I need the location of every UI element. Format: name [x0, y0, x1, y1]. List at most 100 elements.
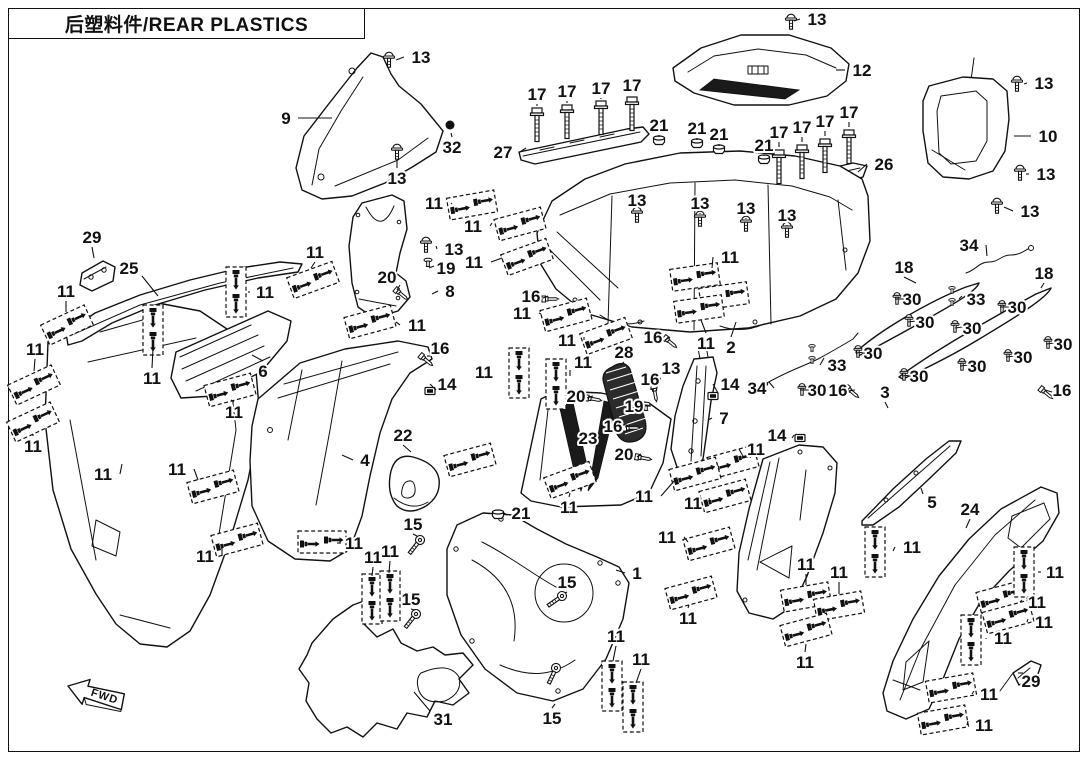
leader-line — [503, 512, 508, 516]
part-outline — [597, 560, 603, 566]
part-number-label: 16 — [641, 370, 660, 389]
fastener-box — [499, 237, 555, 277]
fastener-box-outline — [445, 189, 499, 221]
leader-line — [1003, 206, 1014, 212]
part-number-label: 22 — [394, 426, 413, 445]
part-number-label: 11 — [381, 542, 399, 561]
part-number-label: 3 — [880, 383, 889, 402]
part-number-label: 11 — [560, 498, 578, 517]
part-outline — [453, 546, 459, 552]
fastener-box-outline — [779, 612, 833, 648]
part-number-label: 27 — [494, 143, 513, 162]
leader-line — [700, 319, 707, 334]
part-outline — [446, 512, 630, 702]
part-outline — [695, 378, 701, 384]
fastener-box-outline — [379, 570, 401, 622]
screw13-icon — [1010, 75, 1024, 92]
part-number-label: 33 — [828, 356, 847, 375]
leader-line — [1023, 82, 1028, 85]
part-outline — [615, 580, 621, 586]
screw30-icon — [957, 358, 967, 371]
fastener-box-outline — [539, 297, 593, 333]
part-number-label: 11 — [558, 331, 576, 350]
leader-line — [251, 354, 264, 362]
leader-line — [966, 720, 969, 726]
part-number-label: 11 — [980, 685, 998, 704]
leader-line — [410, 608, 416, 611]
part-number-label: 11 — [797, 555, 815, 574]
part-outline — [65, 261, 303, 346]
leader-line — [450, 132, 453, 138]
part-number-label: 13 — [1037, 165, 1056, 184]
leader-line — [857, 163, 868, 173]
leader-line — [1045, 342, 1056, 345]
part-number-label: 11 — [196, 547, 214, 566]
part-number-label: 29 — [83, 228, 102, 247]
part-number-label: 25 — [120, 259, 139, 278]
part-number-label: 11 — [975, 716, 993, 735]
part-number-label: 11 — [1046, 563, 1064, 582]
leader-line — [683, 536, 689, 543]
leader-line — [91, 246, 95, 259]
part-number-label: 26 — [875, 155, 894, 174]
part-outline — [752, 319, 758, 325]
leader-line — [711, 256, 714, 269]
clip-icon — [707, 391, 719, 401]
part-number-label: 15 — [558, 573, 577, 592]
part-number-label: 30 — [1054, 335, 1073, 354]
part-number-label: 11 — [24, 437, 42, 456]
part-number-label: 5 — [927, 493, 936, 512]
leader-line — [612, 645, 617, 662]
leader-line — [538, 312, 542, 315]
part-outline — [688, 448, 694, 454]
part-outline — [555, 688, 561, 694]
part-6-vent-panel — [170, 310, 292, 399]
part-34-cable-left — [763, 332, 859, 387]
leader-line — [657, 375, 661, 379]
part-number-label: 17 — [558, 82, 577, 101]
leader-line — [551, 703, 556, 709]
part-number-label: 21 — [512, 504, 531, 523]
leader-line — [738, 448, 745, 459]
part-number-label: 11 — [679, 609, 697, 628]
leader-line — [965, 518, 971, 529]
fastener-box — [539, 297, 593, 333]
part-number-label: 1 — [632, 564, 641, 583]
part-number-label: 16 — [644, 328, 663, 347]
part-outline — [91, 519, 121, 557]
fastener-box-outline — [508, 347, 530, 399]
nut-icon — [712, 144, 726, 155]
part-number-label: 13 — [778, 206, 797, 225]
part-number-label: 16 — [522, 287, 541, 306]
leader-line — [1044, 389, 1053, 393]
part-number-label: 17 — [528, 85, 547, 104]
leader-line — [519, 147, 527, 153]
part-number-label: 21 — [688, 119, 707, 138]
part-number-label: 2 — [726, 338, 735, 357]
fastener-box — [1013, 546, 1035, 598]
fastener-box — [493, 206, 547, 242]
screw13-icon — [990, 197, 1004, 214]
part-outline — [79, 260, 116, 292]
part-outline — [83, 697, 122, 713]
fastener-box-outline — [673, 294, 725, 324]
leader-line — [707, 417, 713, 421]
part-number-label: 29 — [1022, 672, 1041, 691]
leader-line — [395, 56, 405, 61]
part-number-label: 13 — [388, 169, 407, 188]
leader-line — [1040, 282, 1045, 289]
part-number-label: 16 — [604, 417, 623, 436]
fastener-box-outline — [981, 599, 1035, 635]
part-outline — [334, 137, 429, 187]
part-number-label: 17 — [816, 112, 835, 131]
fastener-box — [960, 614, 982, 666]
part-number-label: 20 — [615, 445, 634, 464]
part-18-strip-lower — [898, 287, 1052, 380]
part-29-plate-left — [79, 260, 116, 292]
part-outline — [311, 76, 364, 186]
part-number-label: 11 — [721, 248, 739, 267]
part-number-label: 13 — [628, 191, 647, 210]
part-outline — [355, 212, 361, 218]
screw13-icon — [419, 236, 433, 253]
